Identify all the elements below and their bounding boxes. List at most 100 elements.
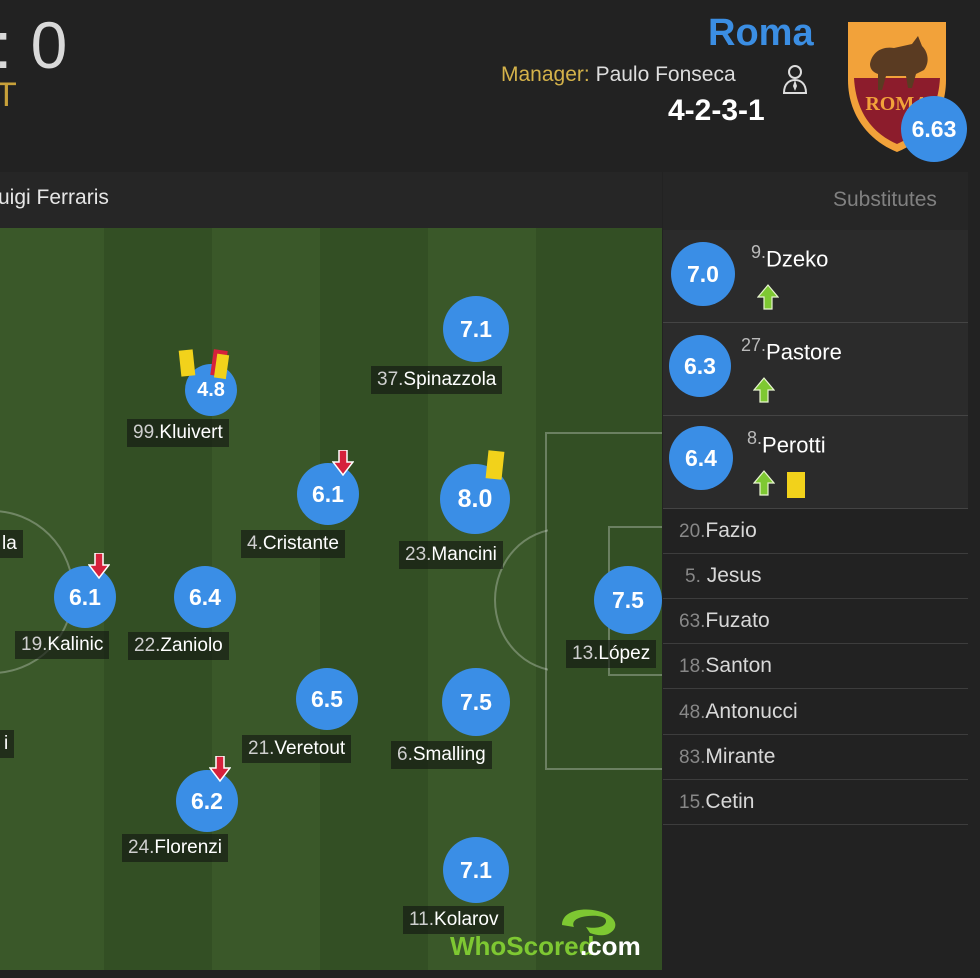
bench-name: Cetin: [705, 790, 755, 813]
logo-word: WhoScored: [450, 931, 594, 961]
bench-row[interactable]: 63.Fuzato: [663, 599, 968, 644]
player-number: 37.: [377, 369, 404, 390]
stadium-bar: [0, 172, 662, 228]
sub-name: 27.Pastore: [741, 335, 842, 365]
yellow-card-icon: [485, 450, 505, 480]
player-number: 6.: [397, 744, 413, 765]
player-number: 21.: [248, 738, 275, 759]
sub-name: 8.Perotti: [747, 428, 826, 458]
player-rating: 6.5: [296, 668, 358, 730]
team-name[interactable]: Roma: [708, 12, 814, 54]
bench-number: 20.: [679, 521, 706, 542]
player-rating: 6.2: [176, 770, 238, 832]
player-name: Kalinic: [47, 634, 104, 655]
sub-name: 9.Dzeko: [751, 242, 828, 272]
player-name: Smalling: [412, 744, 486, 765]
sub-row-pastore[interactable]: 6.3 27.Pastore: [663, 323, 968, 416]
formation: 4-2-3-1: [668, 94, 765, 127]
sub-number: 27.: [741, 335, 767, 355]
player-label: 22.Zaniolo: [128, 632, 229, 660]
substitutes-title: Substitutes: [833, 188, 937, 211]
substitutes-header: [663, 172, 968, 231]
player-label: 13.López: [566, 640, 657, 668]
player-number: 24.: [128, 837, 155, 858]
player-name: Cristante: [262, 533, 339, 554]
player-label: 23.Mancini: [399, 541, 503, 569]
manager-label: Manager:: [501, 63, 590, 86]
player-label: 19.Kalinic: [15, 631, 110, 659]
player-label: 99.Kluivert: [127, 419, 229, 447]
bench-name: Fuzato: [705, 609, 770, 632]
stadium-name: uigi Ferraris: [0, 186, 109, 209]
match-header: [0, 0, 980, 172]
player-name: Florenzi: [154, 837, 222, 858]
player-name: Kolarov: [434, 909, 499, 930]
player-name: Zaniolo: [160, 635, 223, 656]
manager-info: Manager: Paulo Fonseca: [501, 63, 736, 87]
player-rating: 7.1: [443, 296, 509, 362]
sub-row-dzeko[interactable]: 7.0 9.Dzeko: [663, 230, 968, 323]
player-name: Kluivert: [159, 422, 223, 443]
player-rating: 6.4: [174, 566, 236, 628]
player-label: 24.Florenzi: [122, 834, 228, 862]
manager-name: Paulo Fonseca: [595, 63, 736, 86]
player-number: 4.: [247, 533, 263, 554]
sub-off-arrow-icon: [87, 552, 111, 580]
player-number: 99.: [133, 422, 160, 443]
sub-rating: 7.0: [671, 242, 735, 306]
player-label: 4.Cristante: [241, 530, 345, 558]
player-label: 6.Smalling: [391, 741, 492, 769]
sub-on-arrow-icon: [752, 377, 776, 403]
player-rating: 6.1: [54, 566, 116, 628]
bench-name: Fazio: [705, 519, 757, 542]
player-name: López: [598, 643, 651, 664]
yellow-card-icon: [787, 472, 805, 498]
player-number: 22.: [134, 635, 161, 656]
logo-suffix: .com: [580, 931, 641, 961]
match-status: T: [0, 76, 17, 114]
player-number: 11.: [409, 909, 435, 930]
bench-name: Jesus: [706, 564, 762, 587]
sub-row-perotti[interactable]: 6.4 8.Perotti: [663, 416, 968, 509]
bench-row[interactable]: 20.Fazio: [663, 509, 968, 554]
player-rating: 7.5: [442, 668, 510, 736]
player-number: 19.: [21, 634, 48, 655]
whoscored-logo: WhoScored .com: [450, 905, 650, 965]
player-number: 13.: [572, 643, 599, 664]
bench-number: 48.: [679, 702, 706, 723]
bench-number: 15.: [679, 792, 706, 813]
sub-player-name: Dzeko: [766, 246, 829, 272]
bench-number: 18.: [679, 656, 706, 677]
bench-row[interactable]: 48.Antonucci: [663, 690, 968, 735]
bench-number: 83.: [679, 747, 706, 768]
yellow-card-icon: [178, 349, 196, 377]
opponent-player-label: i: [0, 730, 15, 758]
bench-row[interactable]: 5. Jesus: [663, 554, 968, 599]
sub-player-name: Perotti: [762, 432, 826, 458]
player-name: Mancini: [431, 544, 497, 565]
player-rating: 7.5: [594, 566, 662, 634]
opponent-player-label: la: [0, 530, 23, 558]
bench-number: 63.: [679, 611, 706, 632]
bench-row[interactable]: 18.Santon: [663, 644, 968, 689]
player-label: 37.Spinazzola: [371, 366, 503, 394]
sub-rating: 6.3: [669, 335, 731, 397]
player-rating: 6.1: [297, 463, 359, 525]
player-label: 21.Veretout: [242, 735, 352, 763]
bench-row[interactable]: 83.Mirante: [663, 735, 968, 780]
player-name: Spinazzola: [403, 369, 497, 390]
player-number: 23.: [405, 544, 432, 565]
sub-rating: 6.4: [669, 426, 733, 490]
sub-off-arrow-icon: [331, 449, 355, 477]
sub-player-name: Pastore: [766, 339, 842, 365]
bench-row[interactable]: 15.Cetin: [663, 780, 968, 825]
sub-on-arrow-icon: [752, 470, 776, 496]
bench-name: Santon: [705, 654, 772, 677]
team-rating: 6.63: [901, 96, 967, 162]
bench-number: 5.: [685, 566, 701, 587]
match-score: : 0: [0, 8, 68, 82]
sub-number: 8.: [747, 428, 763, 448]
sub-on-arrow-icon: [756, 284, 780, 310]
bench-name: Antonucci: [705, 700, 798, 723]
red-card-icon: [210, 349, 230, 380]
